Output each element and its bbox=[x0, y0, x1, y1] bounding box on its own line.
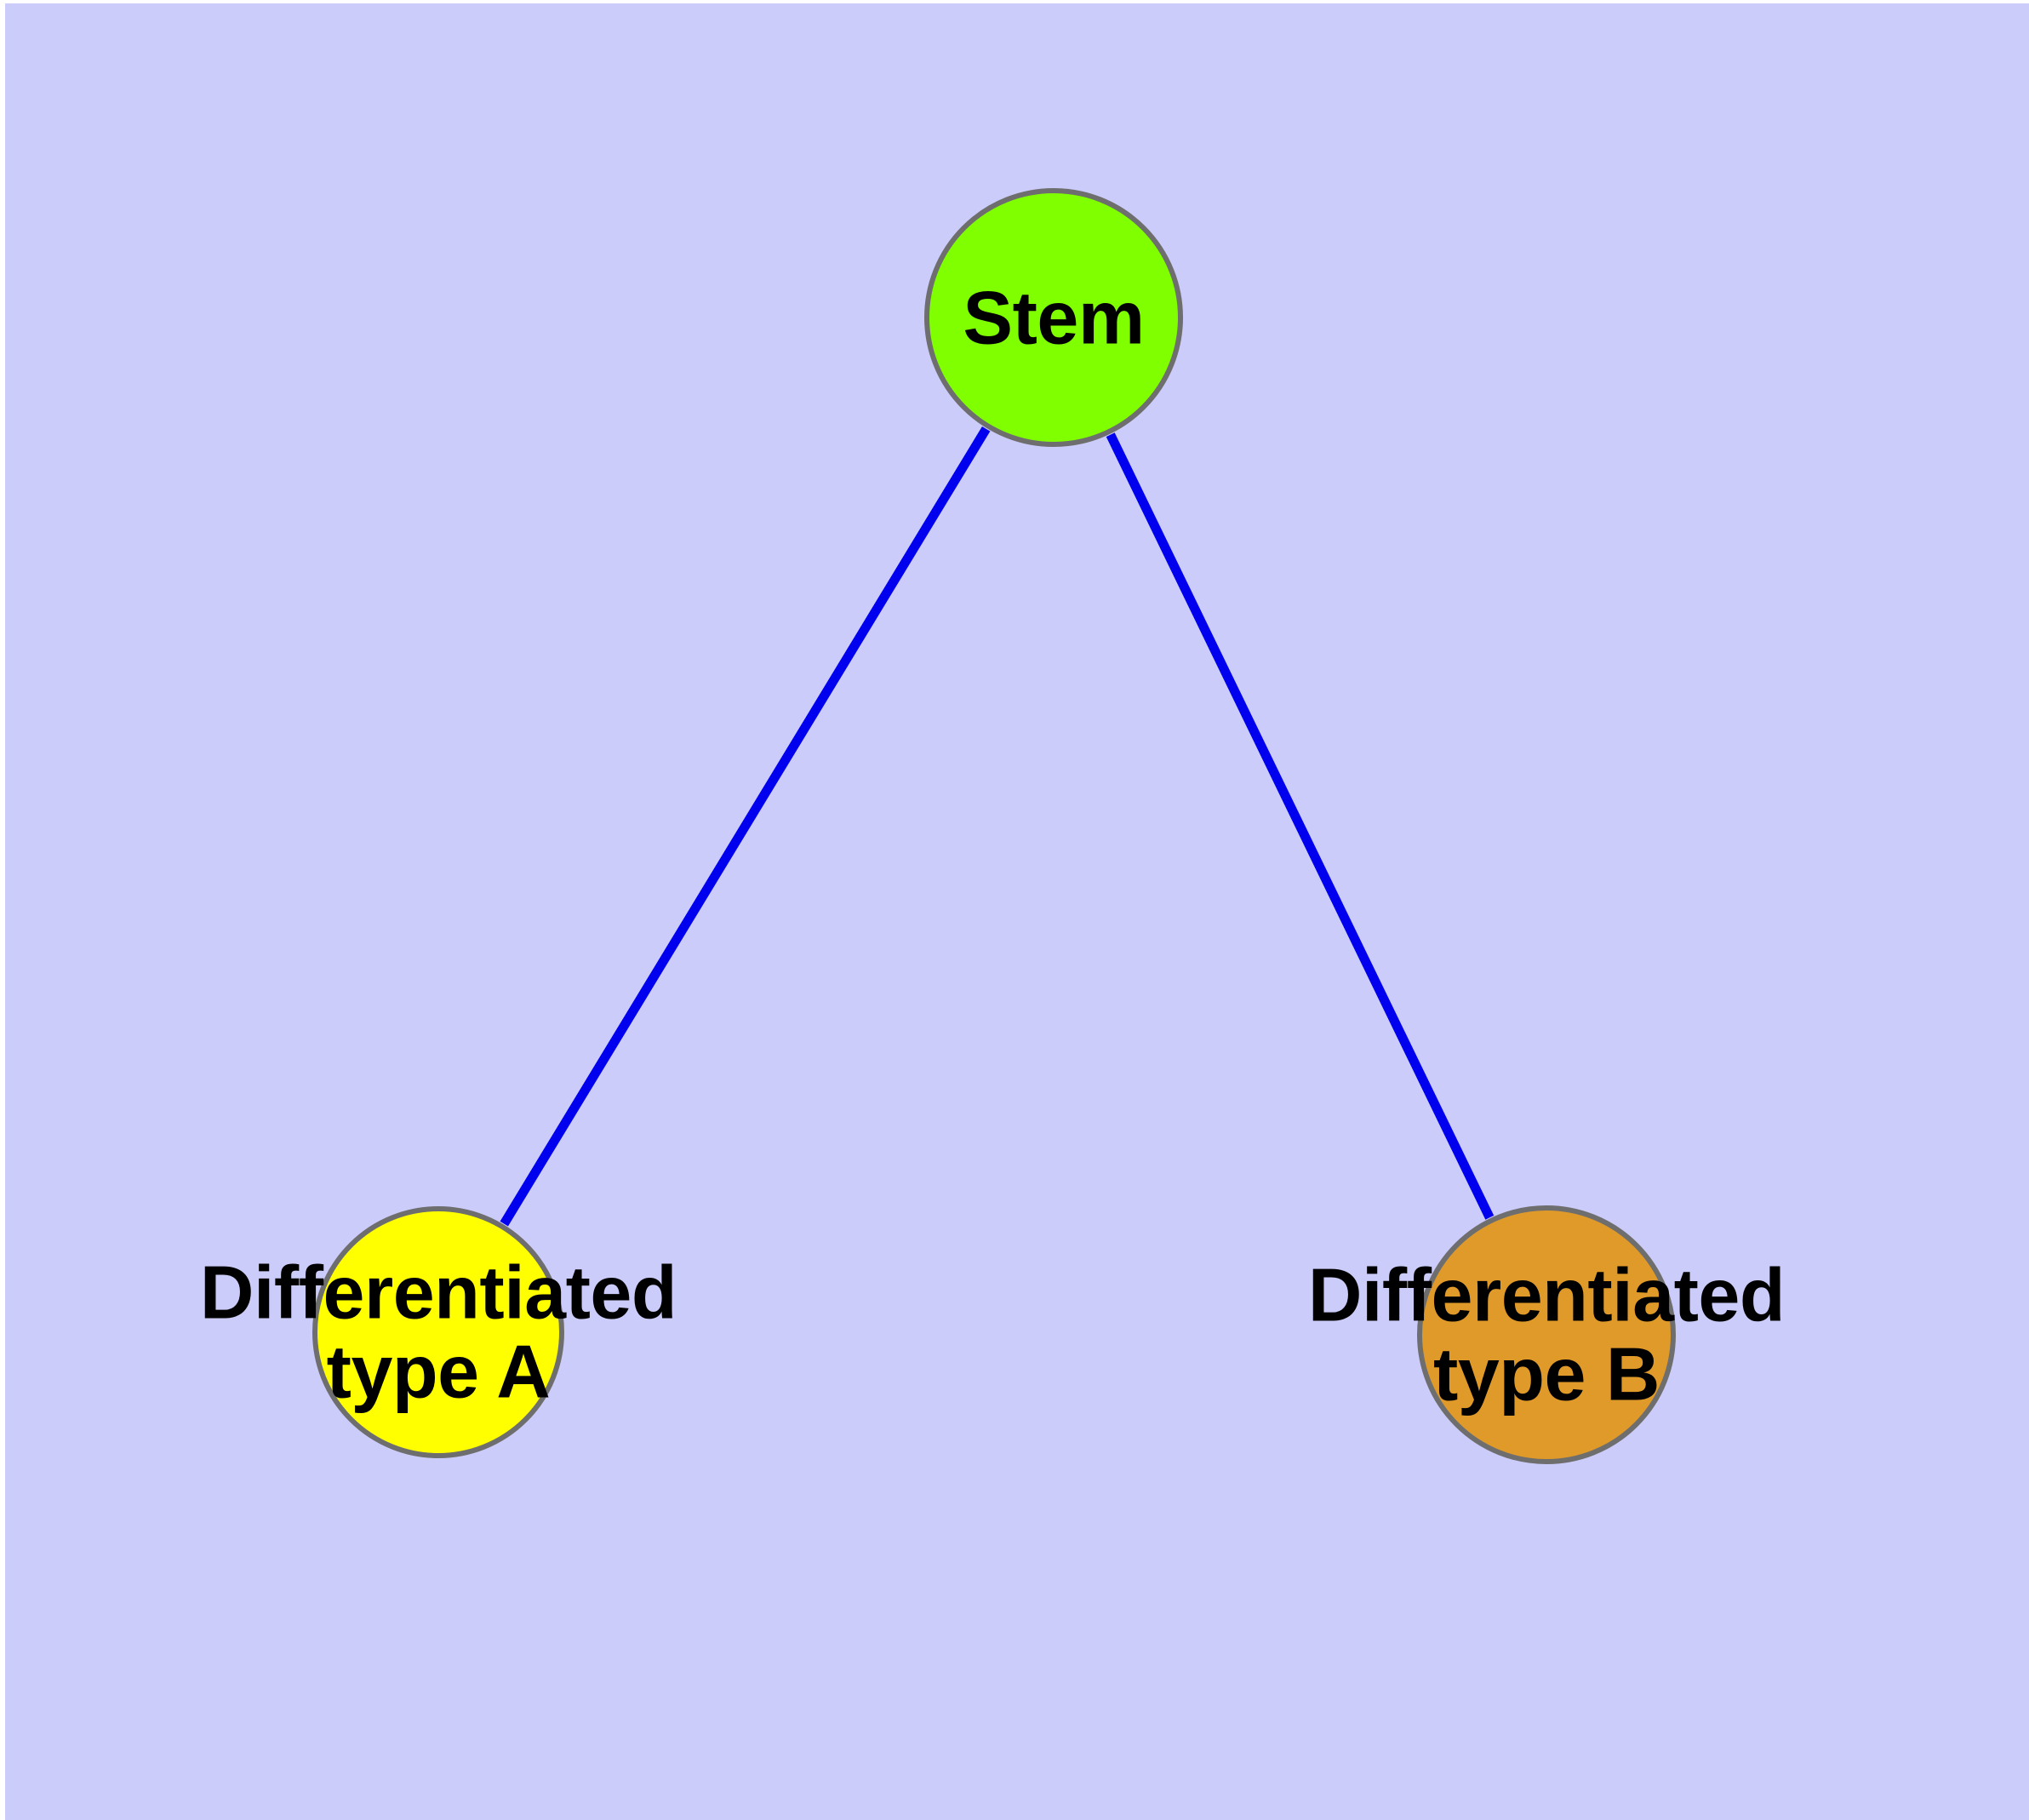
edges-layer bbox=[500, 426, 1495, 1227]
graph-edge-stem-diff_b[interactable] bbox=[1106, 432, 1495, 1220]
graph-node-diff_a[interactable] bbox=[312, 1206, 564, 1458]
graph-node-diff_b[interactable] bbox=[1417, 1205, 1676, 1464]
nodes-layer bbox=[312, 188, 1676, 1464]
graph-edge-stem-diff_a[interactable] bbox=[500, 426, 991, 1227]
graph-node-stem[interactable] bbox=[924, 188, 1183, 447]
